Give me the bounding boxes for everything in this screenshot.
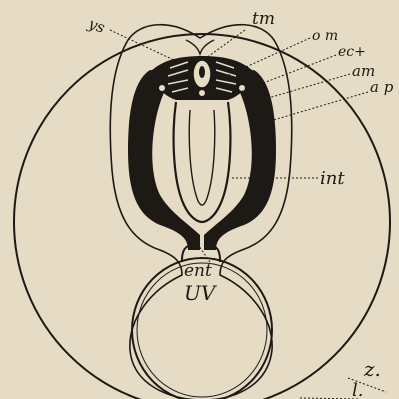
label-tm: tm	[252, 9, 275, 29]
neural-canal	[199, 66, 205, 78]
label-ys: ys	[85, 14, 108, 37]
notochord	[199, 90, 205, 96]
label-uv: UV	[184, 281, 218, 305]
label-ap: a p	[370, 78, 394, 96]
label-ect: ec+	[338, 44, 366, 60]
label-om: o m	[312, 28, 338, 44]
membrane-top-fold	[186, 40, 214, 54]
ectoderm-bead-left	[159, 85, 165, 91]
label-int: int	[320, 168, 345, 189]
ectoderm-bead-right	[239, 85, 245, 91]
label-z: z.	[363, 357, 381, 381]
label-l: l.	[352, 380, 363, 399]
label-ent: ent	[184, 261, 212, 281]
intestine-loop-inner	[189, 110, 215, 205]
intestine-loop	[174, 102, 231, 222]
